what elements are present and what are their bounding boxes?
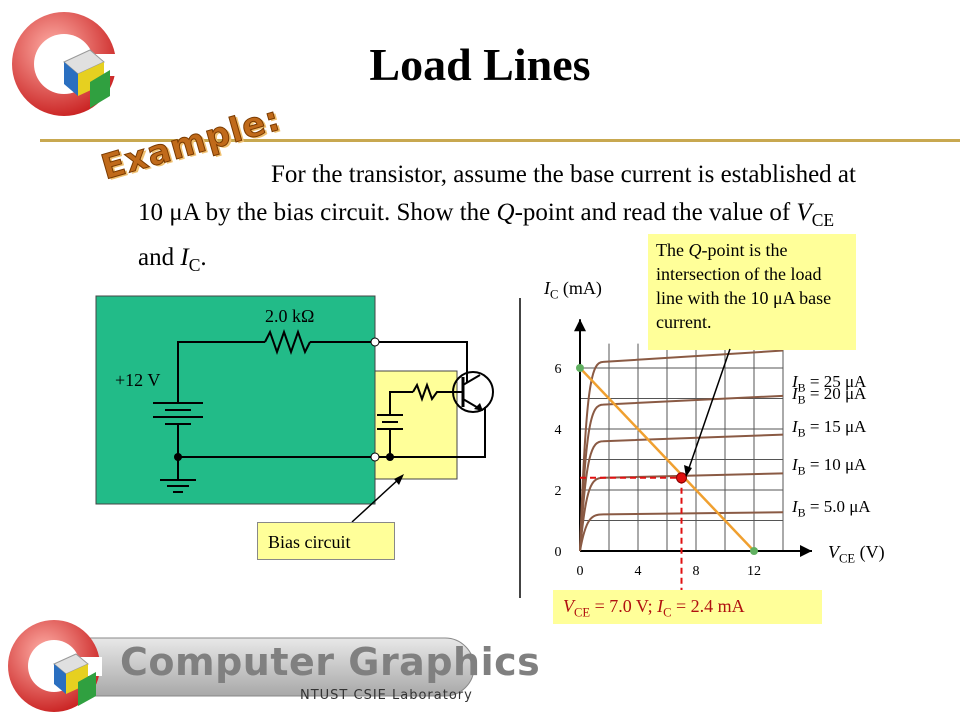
top-logo-icon — [12, 12, 119, 116]
result-i-symbol: I — [657, 596, 664, 616]
curve-label-symbol: I — [792, 497, 798, 516]
y-tick-label: 6 — [555, 362, 562, 377]
load-line-end-point — [750, 547, 758, 555]
statement-and: and — [138, 244, 181, 271]
result-v-value: = 7.0 V; — [590, 596, 658, 616]
curve-label-subscript: B — [797, 425, 806, 440]
y-tick-label: 0 — [555, 545, 562, 560]
logo-subtitle: NTUST CSIE Laboratory — [300, 688, 473, 703]
v-subscript: CE — [811, 210, 835, 230]
q-point-pointer — [684, 348, 731, 477]
curve-label-25: IB = 25 μA — [792, 372, 866, 395]
x-axis-subscript: CE — [839, 551, 856, 566]
outer-circuit-box — [95, 295, 376, 505]
load-line-start-point — [576, 364, 584, 372]
x-tick-label: 12 — [747, 564, 761, 579]
curve-label-symbol: I — [792, 417, 798, 436]
curve-label-subscript: B — [797, 505, 806, 520]
y-tick-label: 4 — [555, 423, 562, 438]
curve-label-value: = 15 μA — [805, 417, 867, 436]
curve-label-value: = 10 μA — [805, 455, 867, 474]
problem-statement: For the transistor, assume the base curr… — [138, 156, 873, 284]
callout-text-1: The — [656, 240, 689, 260]
bottom-logo-icon — [8, 620, 475, 712]
slide-title: Load Lines — [369, 39, 591, 90]
i-symbol: I — [180, 244, 189, 271]
curve-label-value: = 25 μA — [805, 372, 867, 391]
statement-text-2: A by the bias circuit. Show the — [182, 199, 497, 226]
result-box: VCE = 7.0 V; IC = 2.4 mA — [553, 590, 822, 624]
supply-label: +12 V — [115, 370, 161, 390]
ib-curve — [579, 511, 784, 552]
y-tick-label: 2 — [555, 484, 562, 499]
curve-label-5: IB = 5.0 μA — [792, 497, 871, 520]
result-v-subscript: CE — [574, 605, 591, 620]
curve-label-15: IB = 15 μA — [792, 417, 866, 440]
x-tick-label: 8 — [693, 564, 700, 579]
bias-circuit-callout: Bias circuit — [257, 522, 395, 560]
callout-q-symbol: Q — [688, 240, 702, 260]
bias-circuit-box — [374, 370, 458, 480]
callout-text-2: -point is the intersection of the load l… — [656, 240, 822, 308]
result-i-subscript: C — [663, 605, 672, 620]
load-line — [579, 367, 755, 552]
x-axis-label: VCE (V) — [828, 542, 885, 567]
ib-curve — [579, 433, 784, 552]
v-symbol: V — [796, 199, 812, 226]
callout-mu-symbol: μ — [772, 288, 783, 308]
curve-label-symbol: I — [792, 372, 798, 391]
bias-pointer — [351, 474, 404, 523]
circuit-diagram — [95, 295, 494, 505]
curve-label-value: = 20 μA — [805, 384, 867, 403]
curve-label-10: IB = 10 μA — [792, 455, 866, 478]
result-i-value: = 2.4 mA — [671, 596, 745, 616]
statement-text-1: For the transistor, assume the base curr… — [138, 161, 856, 226]
statement-text-3: -point and read the value of — [514, 199, 797, 226]
x-axis-arrow — [800, 545, 812, 557]
y-axis-subscript: C — [550, 287, 559, 302]
x-axis-symbol: V — [828, 542, 839, 562]
q-symbol: Q — [496, 199, 515, 226]
y-axis-arrow — [574, 319, 586, 332]
x-axis-unit: (V) — [855, 542, 885, 562]
resistor-label: 2.0 kΩ — [265, 306, 315, 326]
x-tick-label: 0 — [577, 564, 584, 579]
y-axis-unit: (mA) — [558, 278, 602, 298]
curve-label-symbol: I — [792, 384, 798, 403]
q-point-marker — [676, 472, 687, 484]
top-left-wire — [177, 341, 265, 403]
emitter-wire — [378, 407, 486, 458]
curve-label-value: = 5.0 μA — [805, 497, 871, 516]
i-subscript: C — [188, 255, 201, 275]
curve-label-20: IB = 20 μA — [792, 384, 866, 407]
collector-wire — [378, 341, 468, 383]
curve-label-symbol: I — [792, 455, 798, 474]
title-divider — [40, 139, 960, 142]
x-tick-label: 4 — [635, 564, 642, 579]
result-v-symbol: V — [563, 596, 574, 616]
curve-label-subscript: B — [797, 380, 806, 395]
statement-end: . — [200, 244, 207, 271]
panel-separator — [519, 298, 521, 598]
mu-symbol: μ — [169, 199, 183, 226]
curve-label-subscript: B — [797, 463, 806, 478]
logo-text: Computer Graphics — [120, 640, 541, 684]
y-axis-label: IC (mA) — [544, 278, 602, 303]
q-point-callout: The Q-point is the intersection of the l… — [648, 234, 856, 350]
callout-text-3: A base current. — [656, 288, 832, 332]
collector-resistor — [264, 328, 311, 356]
curve-label-subscript: B — [797, 392, 806, 407]
y-axis-symbol: I — [544, 278, 550, 298]
